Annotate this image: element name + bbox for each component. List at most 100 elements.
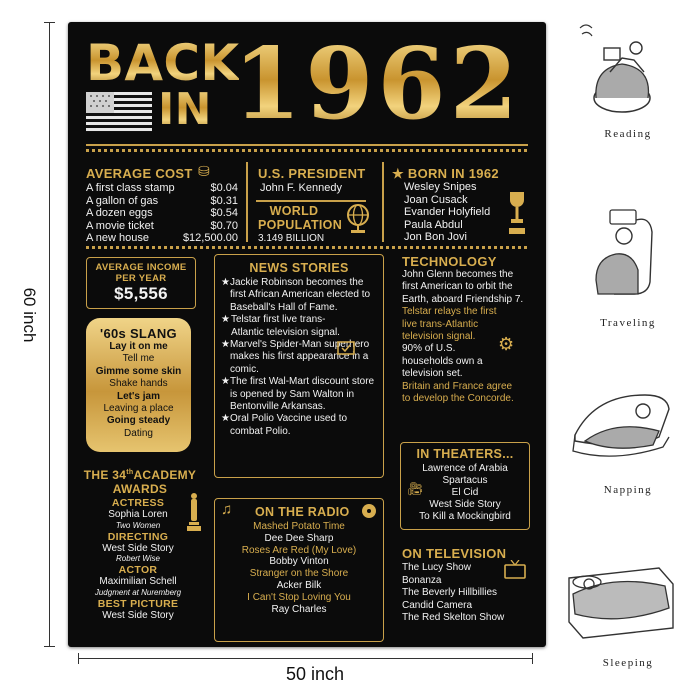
reading-caption: Reading	[604, 128, 652, 140]
cost-row: A movie ticket$0.70	[86, 219, 238, 232]
slang-bubble: '60s SLANG Lay it on me Tell me Gimme so…	[86, 318, 191, 452]
in-title: IN	[158, 84, 212, 135]
income-title: AVERAGE INCOME PER YEAR	[95, 262, 187, 284]
us-flag-icon	[86, 92, 152, 132]
academy-winner: West Side Story	[102, 542, 174, 554]
average-cost-title: AVERAGE COST	[86, 166, 193, 181]
year-title: 1962	[233, 27, 522, 142]
television-title: ON TELEVISION	[402, 546, 507, 561]
back-title: BACK	[86, 34, 240, 92]
slang-list: Lay it on me Tell me Gimme some skin Sha…	[95, 341, 182, 439]
academy-film: Two Women	[115, 520, 161, 530]
tv-show: Candid Camera	[402, 599, 473, 611]
tv-show: The Lucy Show	[402, 562, 471, 573]
tv-check-icon	[337, 339, 355, 360]
academy-title: THE 34thACADEMY AWARDS	[83, 468, 197, 496]
globe-icon	[344, 202, 372, 239]
reading-icon	[570, 14, 680, 129]
news-item: ★Jackie Robinson becomes the first Afric…	[221, 277, 371, 313]
news-item: ★Marvel's Spider-Man superhero makes his…	[221, 339, 370, 375]
tv-show: The Beverly Hillbillies	[402, 587, 498, 599]
technology-item: Britain and France agree to develop the …	[402, 380, 514, 405]
academy-category: ACTOR	[118, 564, 158, 576]
music-note-icon: ♫	[221, 501, 233, 518]
average-cost-list: A first class stamp$0.04 A gallon of gas…	[86, 182, 238, 245]
cost-row: A first class stamp$0.04	[86, 182, 238, 194]
theaters-box: IN THEATERS... 🎥︎ Lawrence of Arabia Spa…	[400, 442, 530, 530]
radio-song: Stranger on the Shore	[249, 568, 349, 580]
born-name: Joan Cusack	[404, 193, 468, 206]
radio-artist: Acker Bilk	[276, 579, 322, 591]
income-box: AVERAGE INCOME PER YEAR $5,556	[86, 257, 196, 309]
born-name: Jon Bon Jovi	[404, 231, 467, 244]
radio-box: ♫ ON THE RADIO Mashed Potato Time Dee De…	[214, 498, 384, 642]
president-name: John F. Kennedy	[260, 182, 342, 194]
sleeping-caption: Sleeping	[602, 657, 654, 669]
technology-item: 90% of U.S. households own a television …	[402, 343, 483, 380]
news-list: ★Jackie Robinson becomes the first Afric…	[221, 277, 379, 438]
divider-v1	[246, 162, 248, 242]
news-title: NEWS STORIES	[249, 261, 349, 275]
header-dots	[86, 149, 528, 152]
tv-show: The Red Skelton Show	[402, 612, 505, 624]
news-box: NEWS STORIES ★Jackie Robinson becomes th…	[214, 254, 384, 478]
cost-row: A new house$12,500.00	[86, 232, 238, 245]
radio-artist: Ray Charles	[271, 603, 327, 615]
population-title: WORLD POPULATION	[258, 204, 343, 232]
coins-icon: ⛁	[198, 163, 210, 179]
president-title: U.S. PRESIDENT	[258, 166, 366, 181]
born-name: Paula Abdul	[404, 218, 463, 231]
width-label: 50 inch	[285, 664, 345, 684]
radio-title: ON THE RADIO	[255, 505, 350, 519]
theater-film: To Kill a Mockingbird	[419, 511, 511, 522]
academy-winner: Maximilian Schell	[99, 576, 177, 587]
population-value: 3.149 BILLION	[258, 233, 325, 244]
technology-item: Telstar relays the first live trans-Atla…	[402, 306, 497, 343]
header-divider	[86, 144, 528, 146]
row-dots	[86, 246, 528, 249]
slang-title: '60s SLANG	[100, 326, 177, 341]
traveling-icon	[570, 200, 680, 315]
television-list: The Lucy Show Bonanza The Beverly Hillbi…	[402, 562, 532, 625]
academy-category: ACTRESS	[111, 497, 165, 509]
news-item: ★The first Wal-Mart discount store is op…	[221, 376, 375, 413]
born-list: Wesley Snipes Joan Cusack Evander Holyfi…	[404, 181, 490, 244]
radio-list: Mashed Potato Time Dee Dee Sharp Roses A…	[215, 521, 383, 615]
theaters-list: Lawrence of Arabia Spartacus El Cid West…	[401, 463, 529, 523]
star-icon: ★	[392, 166, 408, 181]
academy-winner: Sophia Loren	[108, 509, 168, 520]
academy-film: Judgment at Nuremberg	[94, 587, 182, 597]
radio-artist: Bobby Vinton	[269, 556, 329, 568]
trophy-icon	[506, 190, 528, 243]
income-value: $5,556	[114, 284, 168, 303]
academy-film: Robert Wise	[116, 554, 160, 563]
traveling-caption: Traveling	[600, 317, 656, 329]
cost-row: A gallon of gas$0.31	[86, 194, 238, 207]
academy-winner: West Side Story	[102, 609, 174, 621]
technology-item: John Glenn becomes the first American to…	[402, 269, 524, 305]
gears-icon: ⚙	[498, 334, 515, 354]
academy-category: BEST PICTURE	[97, 597, 179, 610]
film-camera-icon: 🎥︎	[407, 481, 424, 496]
tv-icon	[504, 559, 526, 585]
born-title: ★ BORN IN 1962	[392, 166, 499, 181]
record-icon	[361, 503, 377, 524]
height-label: 60 inch	[20, 287, 39, 343]
cost-row: A dozen eggs$0.54	[86, 207, 238, 220]
divider-v2	[382, 162, 384, 242]
radio-song: I Can't Stop Loving You	[247, 591, 351, 603]
born-name: Wesley Snipes	[404, 181, 477, 193]
napping-icon	[565, 375, 680, 480]
oscar-icon	[186, 492, 202, 537]
news-item: ★Oral Polio Vaccine used to combat Polio…	[221, 413, 348, 437]
theater-film: Lawrence of Arabia	[422, 463, 508, 474]
academy-list: ACTRESS Sophia Loren Two Women DIRECTING…	[78, 497, 198, 621]
radio-song: Mashed Potato Time	[253, 521, 345, 532]
born-name: Evander Holyfield	[404, 206, 491, 219]
theaters-title: IN THEATERS...	[416, 447, 514, 461]
tv-show: Bonanza	[402, 574, 442, 586]
technology-title: TECHNOLOGY	[402, 254, 497, 269]
academy-category: DIRECTING	[107, 530, 169, 543]
news-item: ★Telstar first live trans-Atlantic telev…	[221, 314, 340, 338]
blanket-poster: BACK IN 1962 AVERAGE COST ⛁ A first clas…	[68, 22, 546, 647]
